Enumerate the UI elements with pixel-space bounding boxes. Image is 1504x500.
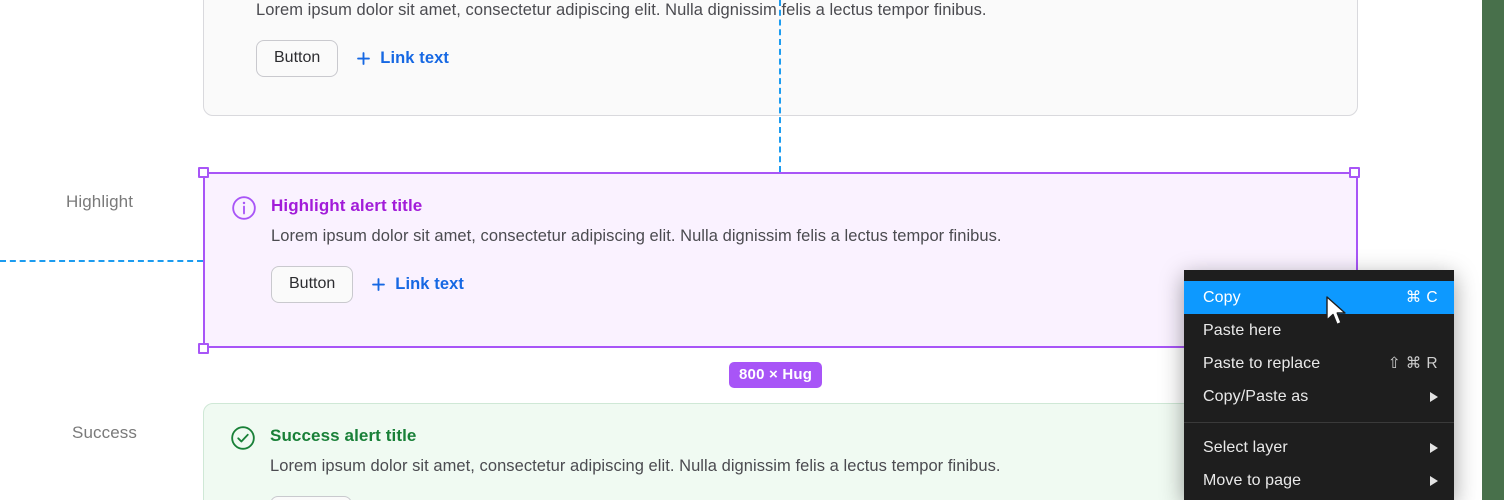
chevron-right-icon xyxy=(1430,391,1438,402)
alert-button[interactable]: Button xyxy=(256,40,339,78)
alert-description: Lorem ipsum dolor sit amet, consectetur … xyxy=(270,457,1001,475)
alert-title: Highlight alert title xyxy=(271,196,423,215)
chevron-right-icon xyxy=(1430,442,1438,453)
alert-link[interactable]: Link text xyxy=(371,275,464,294)
alert-description: Lorem ipsum dolor sit amet, consectetur … xyxy=(256,1,987,19)
menu-separator xyxy=(1184,422,1454,423)
menu-item-label: Copy/Paste as xyxy=(1203,387,1309,405)
menu-item-label: Paste here xyxy=(1203,321,1282,339)
menu-item-label: Copy xyxy=(1203,288,1241,306)
menu-item-label: Paste to replace xyxy=(1203,354,1321,372)
dimension-badge: 800 × Hug xyxy=(729,362,823,388)
info-circle-icon xyxy=(232,196,256,220)
alignment-guide-horizontal xyxy=(0,260,203,262)
chevron-right-icon xyxy=(1430,475,1438,486)
menu-item-copy[interactable]: Copy ⌘ C xyxy=(1184,281,1454,314)
menu-item-label: Move to page xyxy=(1203,471,1302,489)
menu-item-shortcut: ⇧ ⌘ R xyxy=(1387,355,1438,372)
selection-handle-bottom-left[interactable] xyxy=(198,343,209,354)
menu-item-paste-here[interactable]: Paste here xyxy=(1184,314,1454,347)
row-label-success: Success xyxy=(72,423,137,442)
alert-title: Success alert title xyxy=(270,426,417,445)
selection-handle-top-right[interactable] xyxy=(1349,167,1360,178)
alert-button[interactable]: Button xyxy=(270,496,353,500)
selection-handle-top-left[interactable] xyxy=(198,167,209,178)
menu-item-shortcut: ⌘ C xyxy=(1405,289,1438,306)
alert-link-label: Link text xyxy=(380,49,450,68)
menu-item-label: Select layer xyxy=(1203,438,1288,456)
menu-item-paste-to-replace[interactable]: Paste to replace ⇧ ⌘ R xyxy=(1184,347,1454,380)
plus-icon xyxy=(372,278,386,292)
alert-description: Lorem ipsum dolor sit amet, consectetur … xyxy=(271,227,1002,245)
menu-item-move-to-page[interactable]: Move to page xyxy=(1184,464,1454,497)
check-circle-icon xyxy=(231,426,255,450)
alert-card-highlight[interactable]: Highlight alert title Lorem ipsum dolor … xyxy=(203,172,1358,348)
alert-link[interactable]: Link text xyxy=(356,49,449,68)
alignment-guide-vertical xyxy=(779,0,781,172)
menu-item-copy-paste-as[interactable]: Copy/Paste as xyxy=(1184,380,1454,413)
row-label-highlight: Highlight xyxy=(66,192,134,211)
menu-item-select-layer[interactable]: Select layer xyxy=(1184,431,1454,464)
right-edge-strip xyxy=(1482,0,1504,500)
alert-card-success[interactable]: Success alert title Lorem ipsum dolor si… xyxy=(203,403,1358,500)
alert-link-label: Link text xyxy=(395,275,465,294)
alert-button[interactable]: Button xyxy=(271,266,354,304)
plus-icon xyxy=(357,52,371,66)
